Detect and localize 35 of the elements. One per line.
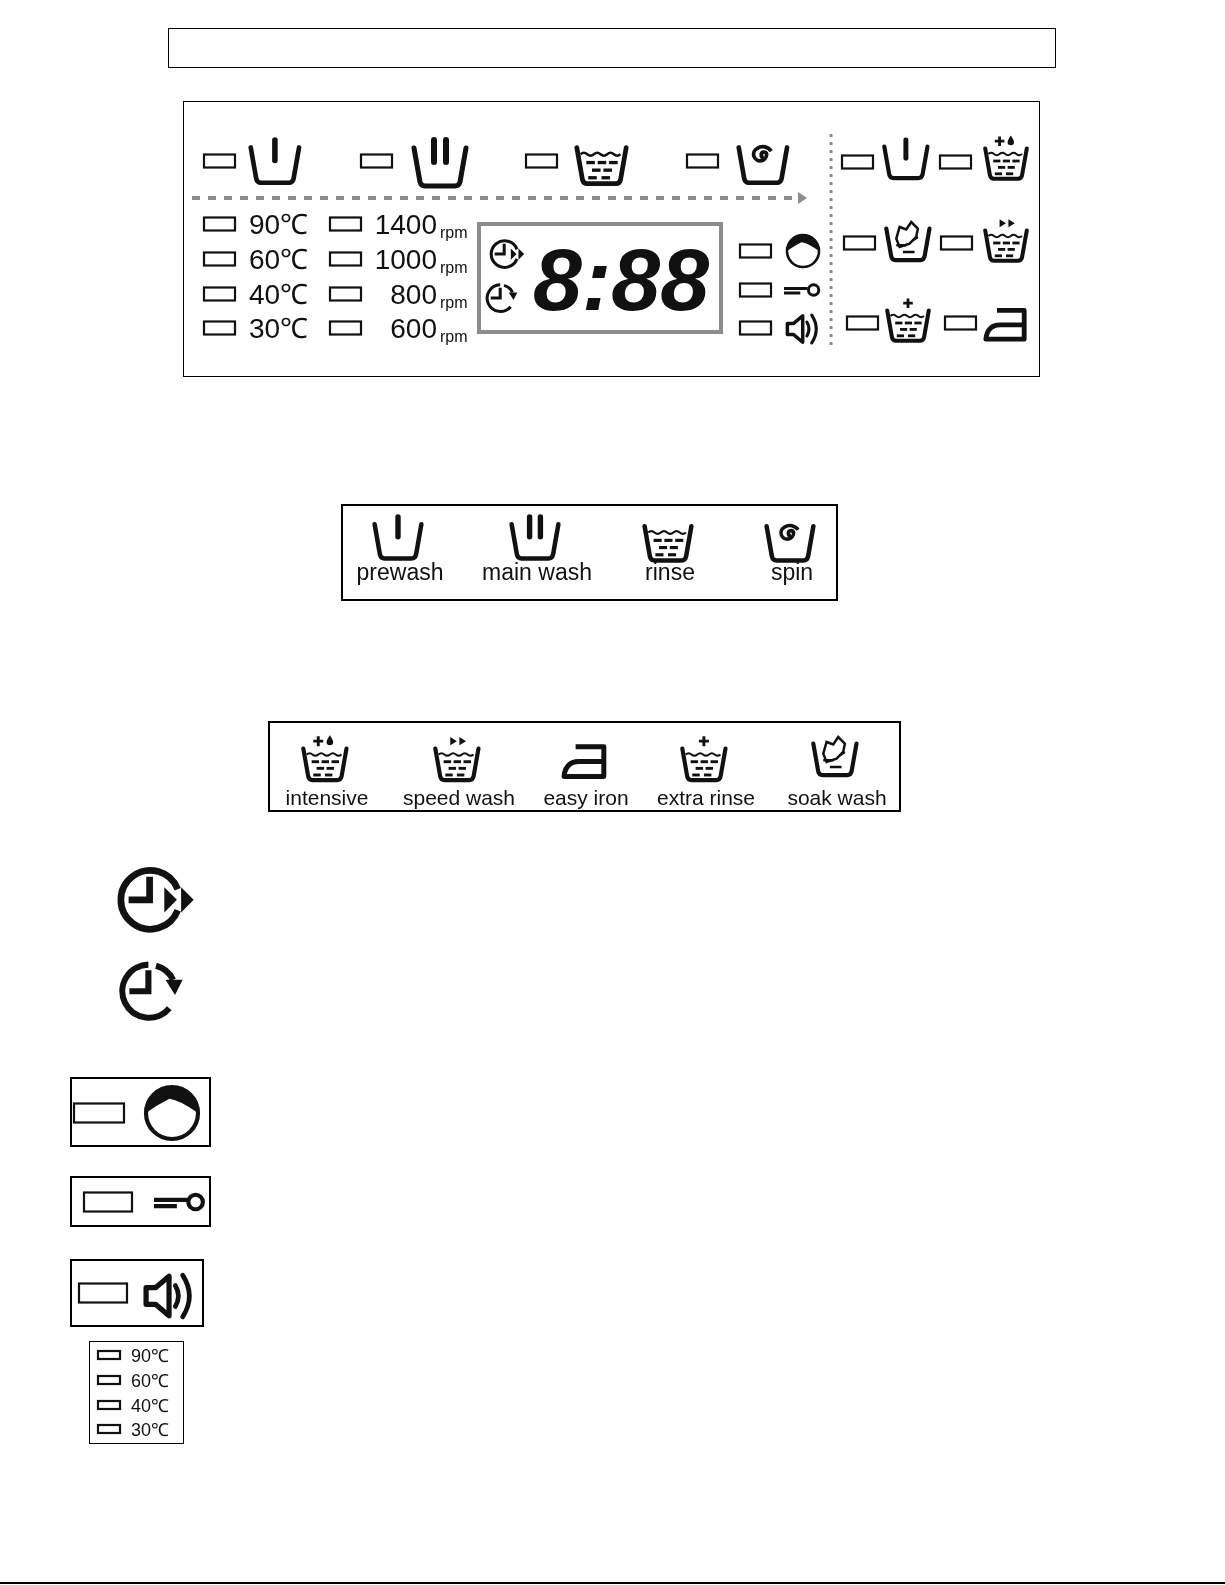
legend-box — [341, 504, 838, 601]
symbol-label: rinse — [645, 560, 695, 584]
temperature-label: 30℃ — [249, 315, 309, 343]
digit-display: 8:88 — [533, 236, 710, 324]
temperature-label: 60℃ — [131, 1372, 170, 1390]
unit-label: rpm — [440, 260, 468, 276]
temperature-label: 40℃ — [249, 281, 309, 309]
blank-header-box — [168, 28, 1056, 68]
symbol-label: extra rinse — [657, 786, 755, 808]
spin-speed-value: 1400 — [374, 211, 437, 239]
symbol-label: easy iron — [543, 786, 629, 808]
legend-box — [89, 1341, 184, 1444]
symbol-label: speed wash — [402, 786, 516, 808]
temperature-label: 60℃ — [249, 246, 309, 274]
temperature-label: 40℃ — [131, 1397, 170, 1415]
unit-label: rpm — [440, 329, 468, 345]
symbol-label: spin — [770, 560, 814, 584]
symbol-frame — [70, 1077, 211, 1147]
symbol-label: intensive — [285, 786, 369, 808]
symbol-label: prewash — [356, 560, 444, 584]
symbol-label: soak wash — [787, 786, 887, 808]
symbol-label: main wash — [482, 560, 592, 584]
legend-box — [268, 721, 901, 812]
control-panel-frame — [183, 101, 1040, 377]
unit-label: rpm — [440, 225, 468, 241]
symbol-frame — [70, 1259, 204, 1327]
spin-speed-value: 800 — [390, 281, 437, 309]
unit-label: rpm — [440, 295, 468, 311]
temperature-label: 90℃ — [249, 211, 309, 239]
display-window — [477, 222, 723, 334]
spin-speed-value: 600 — [390, 315, 437, 343]
temperature-label: 30℃ — [131, 1421, 170, 1439]
spin-speed-value: 1000 — [374, 246, 437, 274]
symbol-frame — [70, 1176, 211, 1227]
temperature-label: 90℃ — [131, 1347, 170, 1365]
